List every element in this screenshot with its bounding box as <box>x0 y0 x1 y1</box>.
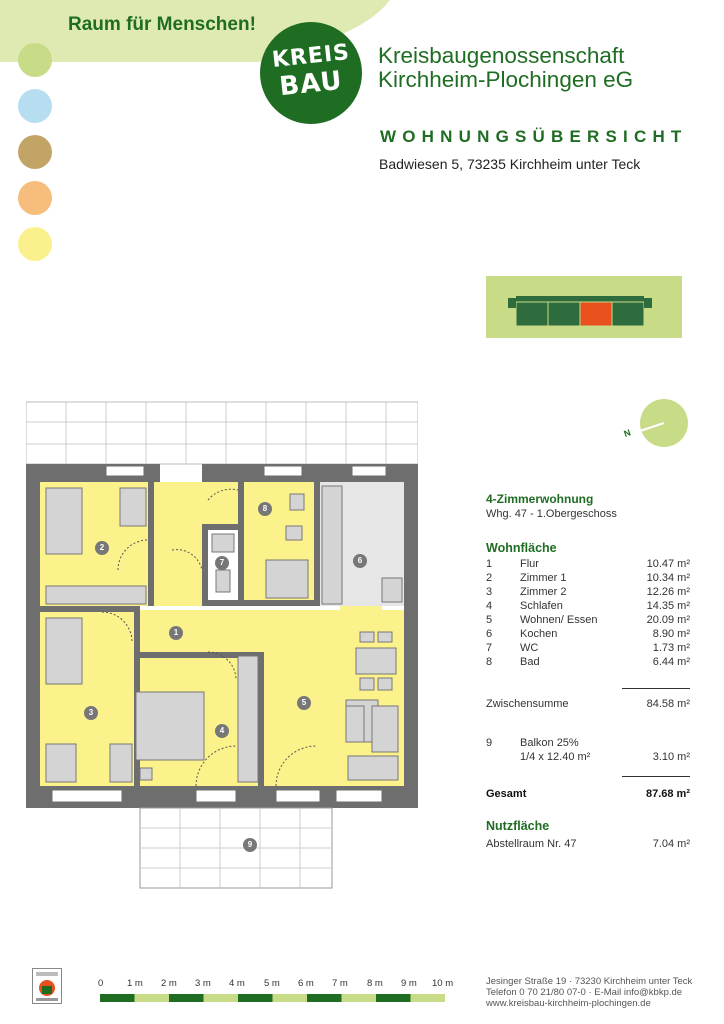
scale-label: 6 m <box>298 978 314 989</box>
scale-label: 0 <box>98 978 104 989</box>
subtotal-divider <box>622 688 690 689</box>
area-name: Bad <box>520 656 540 668</box>
nutzflaeche-row: Abstellraum Nr. 47 7.04 m² <box>486 838 690 852</box>
scale-label: 2 m <box>161 978 177 989</box>
area-row: 4 Schlafen 14.35 m² <box>486 600 690 614</box>
area-row: 2 Zimmer 1 10.34 m² <box>486 572 690 586</box>
scale-label: 8 m <box>367 978 383 989</box>
compass-north-label: N <box>623 427 633 439</box>
total-value: 87.68 m² <box>645 788 690 800</box>
scale-label: 1 m <box>127 978 143 989</box>
area-row: 7 WC 1.73 m² <box>486 642 690 656</box>
room-label-3: 3 <box>84 706 98 720</box>
area-row: 6 Kochen 8.90 m² <box>486 628 690 642</box>
dot-orange <box>18 181 52 215</box>
dot-light-green <box>18 43 52 77</box>
kreisbau-logo: KREIS BAU <box>260 22 362 124</box>
nutzflaeche-label: Abstellraum Nr. 47 <box>486 838 577 850</box>
area-row: 5 Wohnen/ Essen 20.09 m² <box>486 614 690 628</box>
room-label-5: 5 <box>297 696 311 710</box>
area-value: 1.73 m² <box>652 642 690 654</box>
subtotal-value: 84.58 m² <box>646 698 690 710</box>
total-row: Gesamt 87.68 m² <box>486 788 690 802</box>
area-name: Schlafen <box>520 600 563 612</box>
area-value: 14.35 m² <box>646 600 690 612</box>
area-value: 12.26 m² <box>646 586 690 598</box>
property-address: Badwiesen 5, 73235 Kirchheim unter Teck <box>379 156 641 172</box>
area-nr: 4 <box>486 600 493 612</box>
subtotal-row: Zwischensumme 84.58 m² <box>486 698 690 712</box>
dot-yellow <box>18 227 52 261</box>
balcony-row: 9 Balkon 25% <box>486 737 690 751</box>
area-nr: 3 <box>486 586 493 598</box>
balcony-label: Balkon 25% <box>520 737 579 749</box>
nutzflaeche-value: 7.04 m² <box>652 838 690 850</box>
scale-label: 5 m <box>264 978 280 989</box>
room-label-2: 2 <box>95 541 109 555</box>
total-divider <box>622 776 690 777</box>
area-name: Zimmer 1 <box>520 572 567 584</box>
room-label-4: 4 <box>215 724 229 738</box>
scale-label: 10 m <box>432 978 454 989</box>
area-nr: 5 <box>486 614 493 626</box>
balcony-calc: 1/4 x 12.40 m² <box>520 751 591 763</box>
area-name: WC <box>520 642 539 654</box>
apartment-type: 4-Zimmerwohnung <box>486 492 594 506</box>
area-nr: 1 <box>486 558 493 570</box>
area-row: 1 Flur 10.47 m² <box>486 558 690 572</box>
area-value: 10.34 m² <box>646 572 690 584</box>
area-nr: 6 <box>486 628 493 640</box>
subtotal-label: Zwischensumme <box>486 698 569 710</box>
scale-label: 9 m <box>401 978 417 989</box>
scale-label: 7 m <box>332 978 348 989</box>
area-value: 10.47 m² <box>646 558 690 570</box>
wohnflaeche-title: Wohnfläche <box>486 541 557 555</box>
footer-website: www.kreisbau-kirchheim-plochingen.de <box>486 998 651 1009</box>
footer-street: Jesinger Straße 19 · 73230 Kirchheim unt… <box>486 976 693 987</box>
company-line2: Kirchheim-Plochingen eG <box>378 67 634 92</box>
area-nr: 8 <box>486 656 493 668</box>
building-location-thumbnail <box>486 276 682 338</box>
area-nr: 7 <box>486 642 493 654</box>
area-value: 20.09 m² <box>646 614 690 626</box>
balcony-value: 3.10 m² <box>652 751 690 763</box>
area-value: 8.90 m² <box>652 628 690 640</box>
company-name: Kreisbaugenossenschaft Kirchheim-Plochin… <box>378 44 633 92</box>
balcony-calc-row: 1/4 x 12.40 m² 3.10 m² <box>486 751 690 765</box>
room-label-7: 7 <box>215 556 229 570</box>
nutzflaeche-title: Nutzfläche <box>486 819 550 833</box>
compass-icon: N <box>623 399 688 447</box>
scale-label: 4 m <box>229 978 245 989</box>
room-label-8: 8 <box>258 502 272 516</box>
area-name: Zimmer 2 <box>520 586 567 598</box>
area-nr: 2 <box>486 572 493 584</box>
area-row: 8 Bad 6.44 m² <box>486 656 690 670</box>
room-label-6: 6 <box>353 554 367 568</box>
floor-plan <box>26 401 418 889</box>
scale-label: 3 m <box>195 978 211 989</box>
footer-contact: Telefon 0 70 21/80 07-0 · E-Mail info@kb… <box>486 987 683 998</box>
apartment-unit: Whg. 47 - 1.Obergeschoss <box>486 508 617 520</box>
tagline: Raum für Menschen! <box>68 14 256 35</box>
area-row: 3 Zimmer 2 12.26 m² <box>486 586 690 600</box>
area-name: Kochen <box>520 628 558 640</box>
area-name: Flur <box>520 558 539 570</box>
total-label: Gesamt <box>486 788 527 800</box>
area-value: 6.44 m² <box>652 656 690 668</box>
document-title: WOHNUNGSÜBERSICHT <box>380 127 688 146</box>
room-label-9: 9 <box>243 838 257 852</box>
dot-light-blue <box>18 89 52 123</box>
certification-seal <box>32 968 62 1004</box>
area-name: Wohnen/ Essen <box>520 614 598 626</box>
dot-tan <box>18 135 52 169</box>
company-line1: Kreisbaugenossenschaft <box>378 43 625 68</box>
footer-address: Jesinger Straße 19 · 73230 Kirchheim unt… <box>486 976 692 1009</box>
header-arc-lower <box>0 40 280 62</box>
balcony-nr: 9 <box>486 737 493 749</box>
room-label-1: 1 <box>169 626 183 640</box>
scale-bar <box>100 994 445 1002</box>
